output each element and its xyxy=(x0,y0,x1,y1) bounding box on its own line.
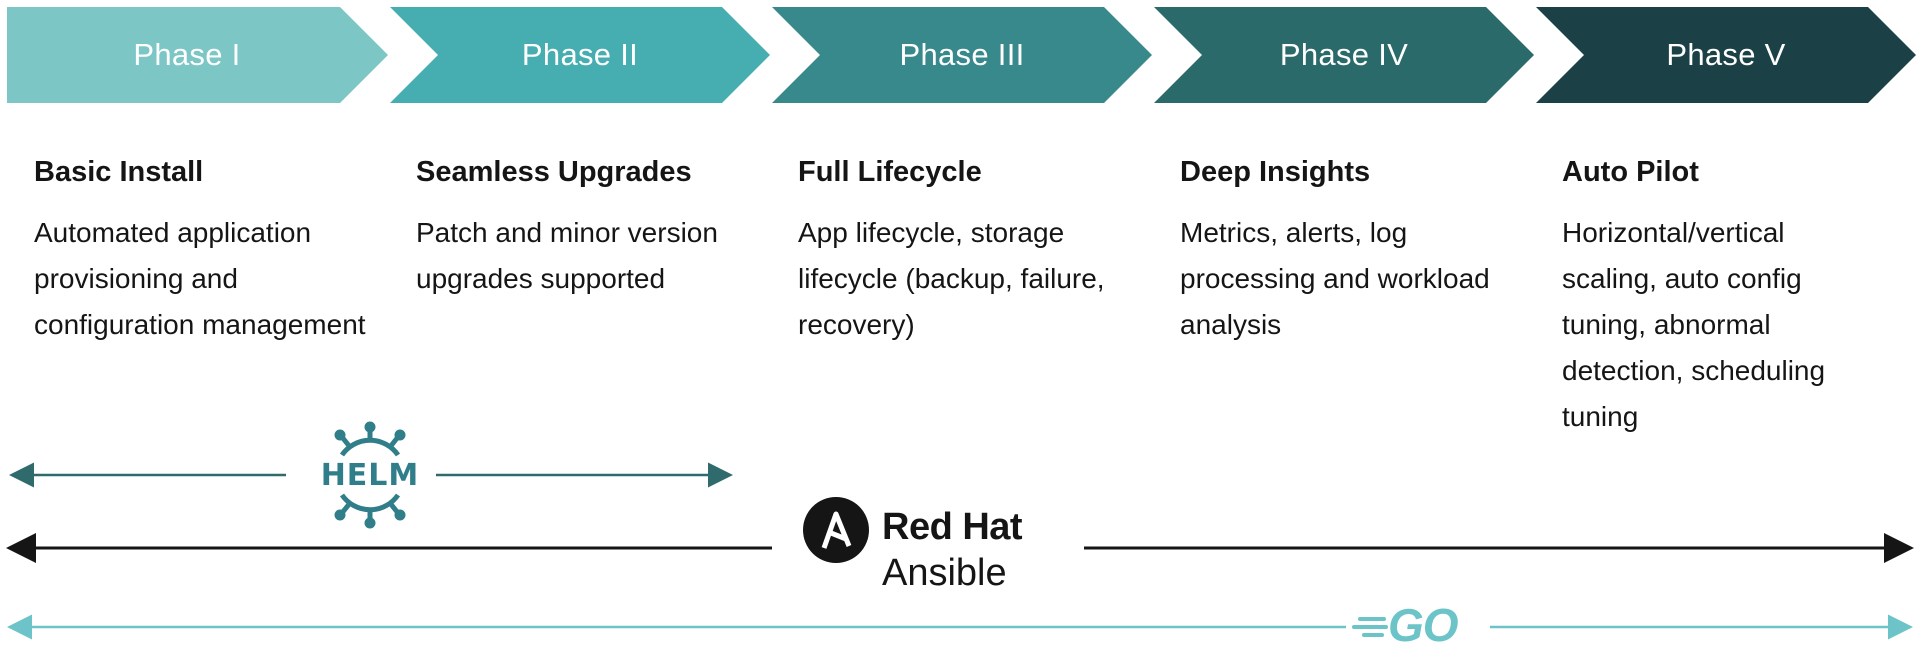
phase-3-description: App lifecycle, storage lifecycle (backup… xyxy=(798,217,1105,340)
helm-logo-text: HELM xyxy=(320,458,420,493)
go-logo-text: GO xyxy=(1388,599,1459,651)
helm-wheel-icon xyxy=(334,421,406,529)
ansible-a-icon xyxy=(803,497,869,563)
phase-3-title: Full Lifecycle xyxy=(798,156,982,188)
phase-5-label: Phase V xyxy=(1666,37,1786,72)
phase-2-label: Phase II xyxy=(521,37,639,72)
phase-5-description: Horizontal/vertical scaling, auto config… xyxy=(1562,217,1826,432)
phase-1-title: Basic Install xyxy=(34,156,204,188)
phase-2-title: Seamless Upgrades xyxy=(416,156,692,188)
phase-2-description: Patch and minor version upgrades support… xyxy=(416,217,718,294)
phase-3-details: Full Lifecycle App lifecycle, storage li… xyxy=(798,154,1138,348)
phase-1-description: Automated application provisioning and c… xyxy=(34,217,366,340)
phase-4-label: Phase IV xyxy=(1279,37,1409,72)
phase-4-details: Deep Insights Metrics, alerts, log proce… xyxy=(1180,154,1520,348)
phase-1-label: Phase I xyxy=(133,37,241,72)
phase-1-details: Basic Install Automated application prov… xyxy=(34,154,374,348)
phase-4-description: Metrics, alerts, log processing and work… xyxy=(1180,217,1490,340)
phase-4-title: Deep Insights xyxy=(1180,156,1371,188)
phase-4-chevron xyxy=(1154,7,1534,103)
phase-3-label: Phase III xyxy=(899,37,1025,72)
phase-5-details: Auto Pilot Horizontal/vertical scaling, … xyxy=(1562,154,1882,440)
phase-2-chevron xyxy=(390,7,770,103)
phase-5-chevron xyxy=(1536,7,1916,103)
phase-chevron-bar xyxy=(7,7,1916,103)
ansible-product-text: Ansible xyxy=(882,552,1007,594)
phase-3-chevron xyxy=(772,7,1152,103)
go-gopher-speed-icon xyxy=(1352,617,1388,637)
phase-1-chevron xyxy=(7,7,388,103)
phase-2-details: Seamless Upgrades Patch and minor versio… xyxy=(416,154,756,302)
ansible-brand-text: Red Hat xyxy=(882,506,1023,548)
tool-coverage-lines xyxy=(5,421,1914,640)
phase-5-title: Auto Pilot xyxy=(1562,156,1699,188)
